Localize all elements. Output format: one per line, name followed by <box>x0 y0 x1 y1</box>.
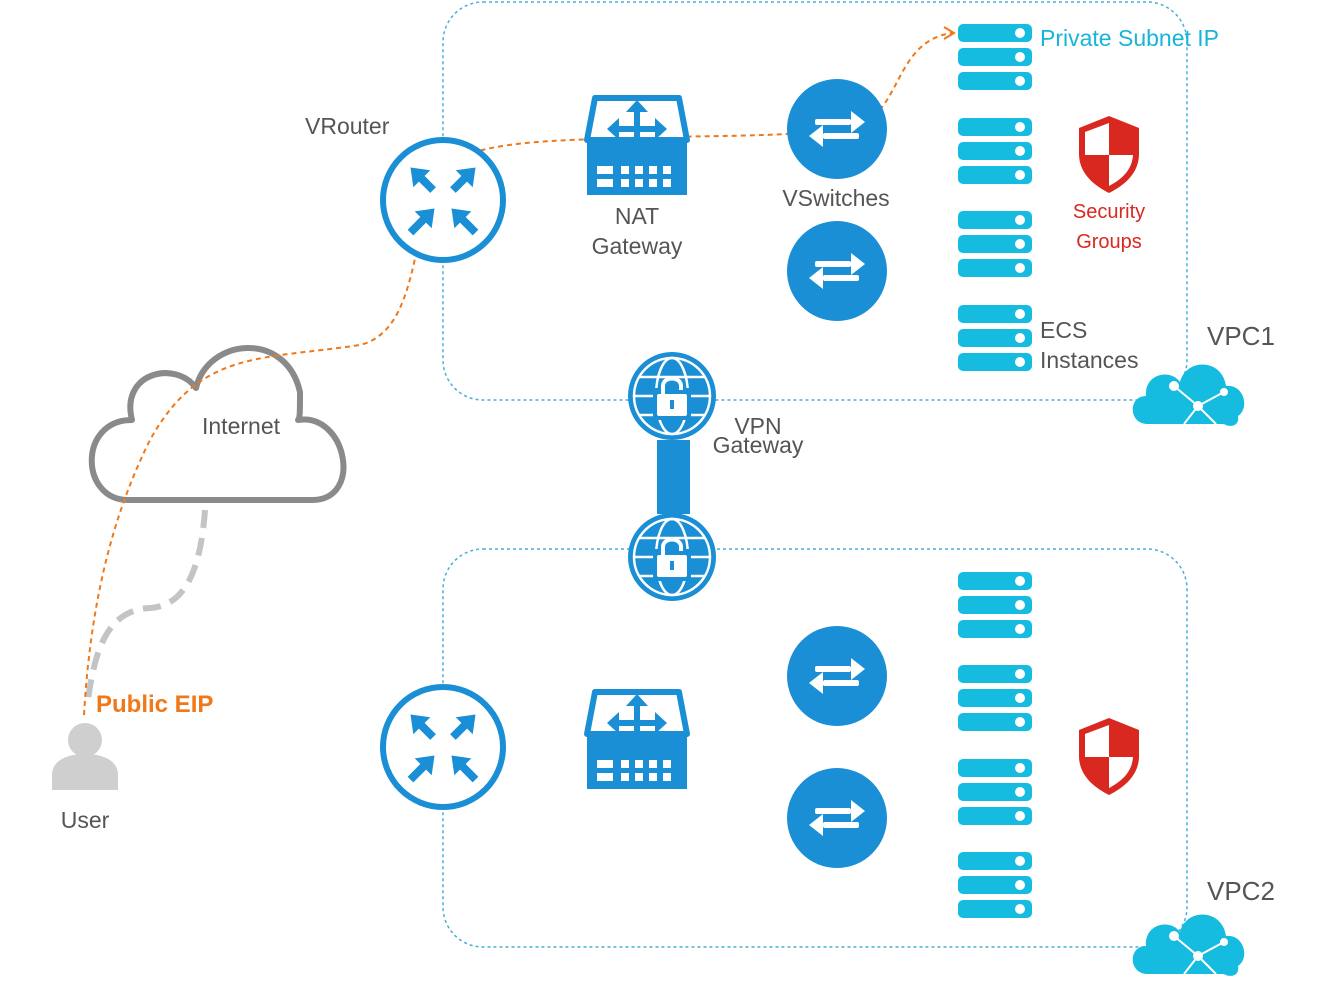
user-label: User <box>61 807 110 833</box>
security-groups-label-line2: Groups <box>1076 231 1142 253</box>
server-stack-icon <box>958 759 1032 825</box>
nat-gateway-label-line2: Gateway <box>592 233 683 259</box>
vswitch-icon <box>787 221 887 321</box>
vpc2-container <box>442 548 1188 948</box>
vswitches-label: VSwitches <box>782 185 889 211</box>
vpn-tunnel <box>657 440 690 514</box>
server-stack-icon <box>958 24 1032 90</box>
server-stack-icon <box>958 211 1032 277</box>
user-icon <box>52 723 118 790</box>
security-groups-label-line1: Security <box>1073 201 1145 223</box>
vrouter-icon <box>383 140 503 260</box>
security-shield-icon <box>1079 116 1139 193</box>
security-shield-icon <box>1079 718 1139 795</box>
vpc-cloud-icon <box>1131 913 1246 977</box>
ecs-instances-label-line1: ECS <box>1040 317 1087 343</box>
private-subnet-ip-label: Private Subnet IP <box>1040 25 1219 51</box>
vpc2-label: VPC2 <box>1207 876 1275 906</box>
internet-label: Internet <box>202 413 281 439</box>
public-eip-label: Public EIP <box>96 691 213 718</box>
server-stack-icon <box>958 665 1032 731</box>
vpn-gateway-icon <box>626 511 718 603</box>
router-icon <box>383 687 503 807</box>
vpn-gateway-label-line2: Gateway <box>713 432 804 458</box>
server-stack-icon <box>958 118 1032 184</box>
vswitch-icon <box>787 79 887 179</box>
vswitch-icon <box>787 626 887 726</box>
vpc-cloud-icon <box>1131 363 1246 427</box>
vrouter-label: VRouter <box>305 113 390 139</box>
vpn-gateway-icon <box>626 350 718 442</box>
server-stack-icon <box>958 852 1032 918</box>
nat-gateway-label-line1: NAT <box>615 203 659 229</box>
traffic-arrowhead <box>943 26 956 40</box>
internet-link <box>85 509 208 701</box>
server-stack-icon <box>958 572 1032 638</box>
server-stack-icon <box>958 305 1032 371</box>
ecs-instances-label-line2: Instances <box>1040 347 1138 373</box>
internet-cloud-icon <box>88 345 347 503</box>
vpc1-label: VPC1 <box>1207 321 1275 351</box>
vswitch-icon <box>787 768 887 868</box>
vpn-gateway-label-line1: VPN <box>734 413 781 439</box>
nat-gateway-icon <box>587 692 687 789</box>
nat-gateway-icon <box>587 98 687 195</box>
